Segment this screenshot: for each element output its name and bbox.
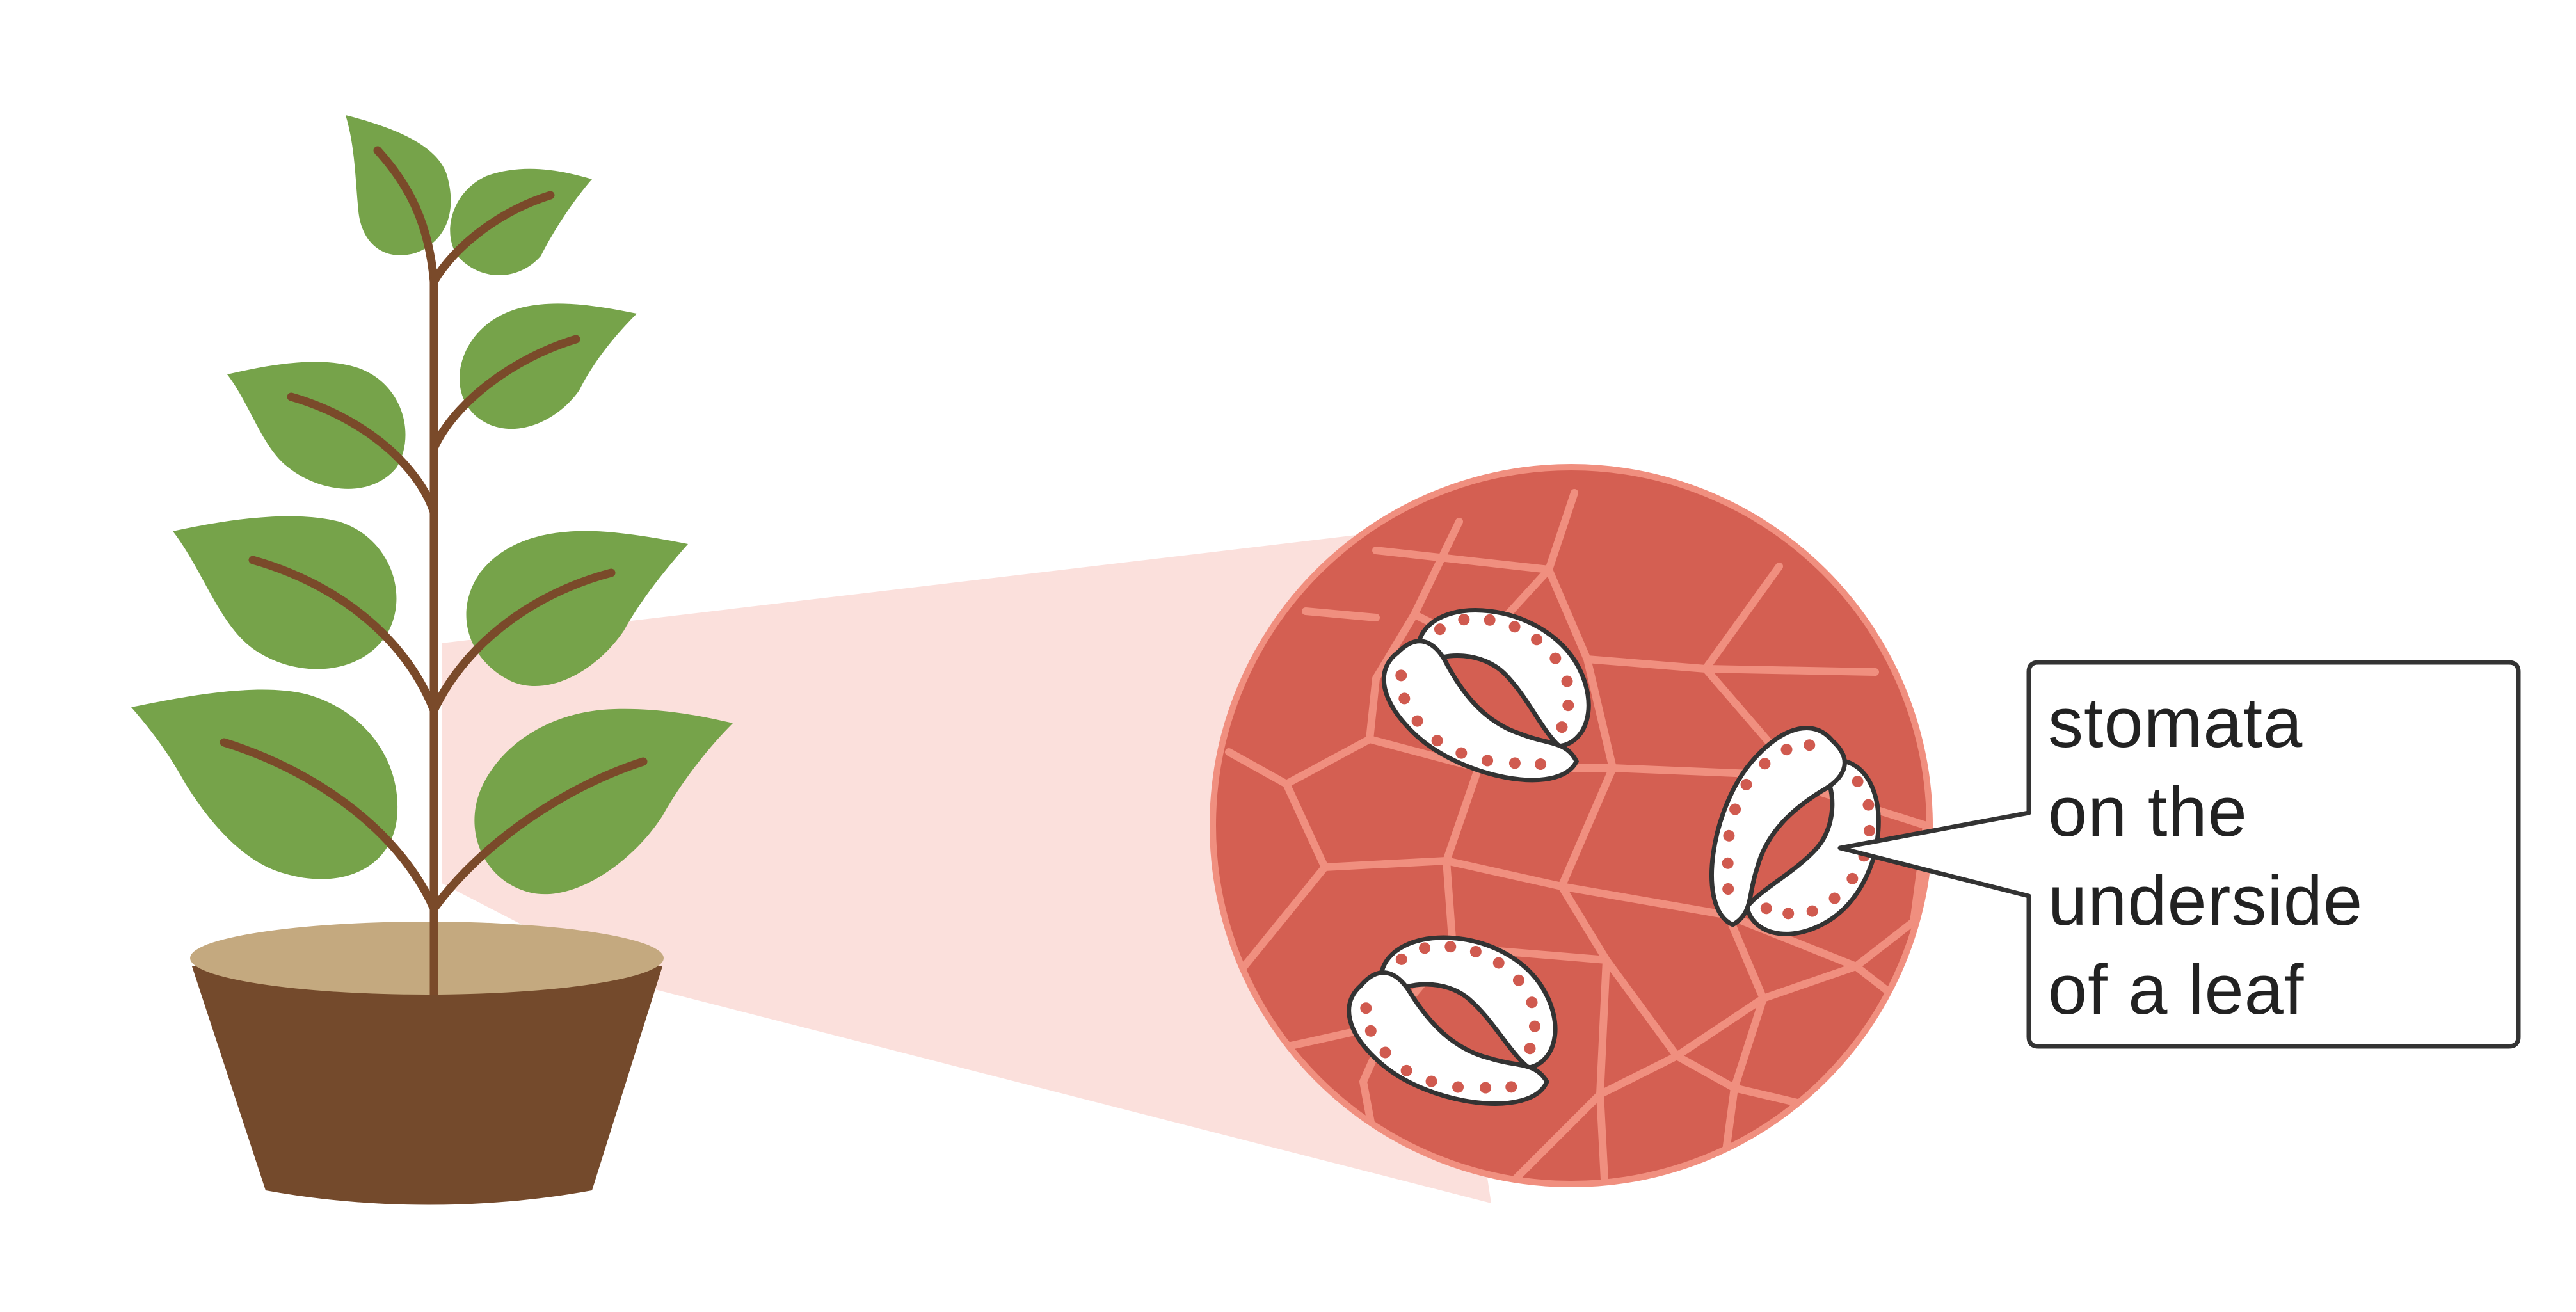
plant-stem <box>220 146 648 1003</box>
flower-pot <box>190 922 664 1205</box>
callout-line-2: on the <box>2048 772 2248 851</box>
magnification-cone <box>442 531 1491 1203</box>
plant-leaves <box>131 115 733 895</box>
callout-line-4: of a leaf <box>2048 950 2305 1029</box>
callout-line-1: stomata <box>2048 684 2303 762</box>
callout-box <box>1837 660 2521 1049</box>
callout-label: stomata on the underside of a leaf <box>2048 678 2496 1034</box>
leaf-tissue-magnified-circle <box>1210 464 1933 1187</box>
potted-plant-icon <box>131 115 733 1205</box>
callout-line-3: underside <box>2048 861 2364 940</box>
